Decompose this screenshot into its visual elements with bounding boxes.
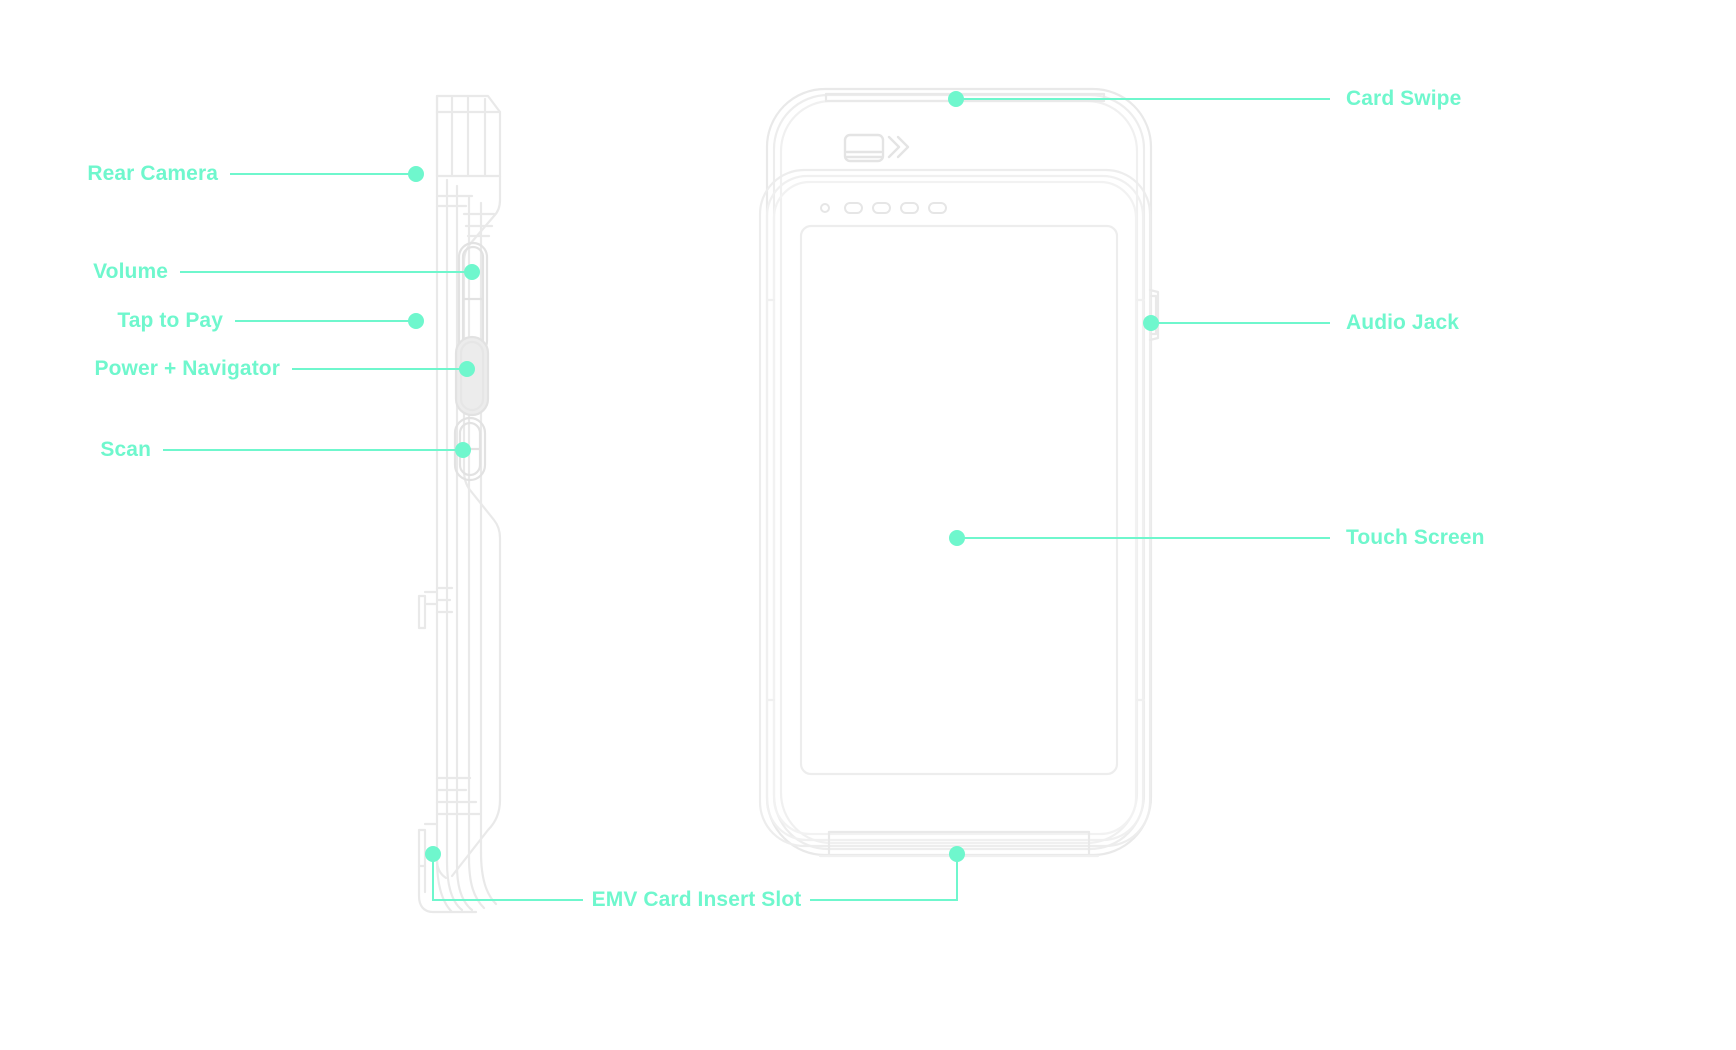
leader-touch-screen (949, 530, 1330, 546)
callout-label-power-navigator[interactable]: Power + Navigator (94, 357, 280, 380)
leader-audio-jack (1143, 315, 1330, 331)
callout-label-emv-card-insert-slot[interactable]: EMV Card Insert Slot (591, 888, 802, 911)
leader-rear-camera (230, 166, 424, 182)
touch-screen-area (799, 224, 1119, 776)
callout-label-card-swipe[interactable]: Card Swipe (1346, 87, 1462, 110)
leader-power-navigator (292, 361, 475, 377)
speaker-sensor-dots (820, 202, 947, 214)
audio-jack-port (1148, 288, 1160, 342)
front-view (758, 87, 1160, 858)
leader-tap-to-pay (235, 313, 424, 329)
callout-label-scan[interactable]: Scan (100, 438, 151, 461)
callout-label-touch-screen[interactable]: Touch Screen (1346, 526, 1485, 549)
side-profile-view (417, 94, 502, 914)
contactless-card-icon (843, 133, 910, 163)
leader-volume (180, 264, 480, 280)
callout-label-audio-jack[interactable]: Audio Jack (1346, 311, 1460, 334)
leader-card-swipe (948, 91, 1330, 107)
leader-emv-card-insert-slot (425, 846, 965, 901)
card-swipe-slot (824, 92, 1106, 103)
callout-leader-lines (163, 91, 1330, 901)
callout-label-rear-camera[interactable]: Rear Camera (87, 162, 218, 185)
power-navigator-button (454, 335, 490, 417)
callout-label-tap-to-pay[interactable]: Tap to Pay (117, 309, 223, 332)
callout-label-volume[interactable]: Volume (93, 260, 168, 283)
leader-scan (163, 442, 471, 458)
